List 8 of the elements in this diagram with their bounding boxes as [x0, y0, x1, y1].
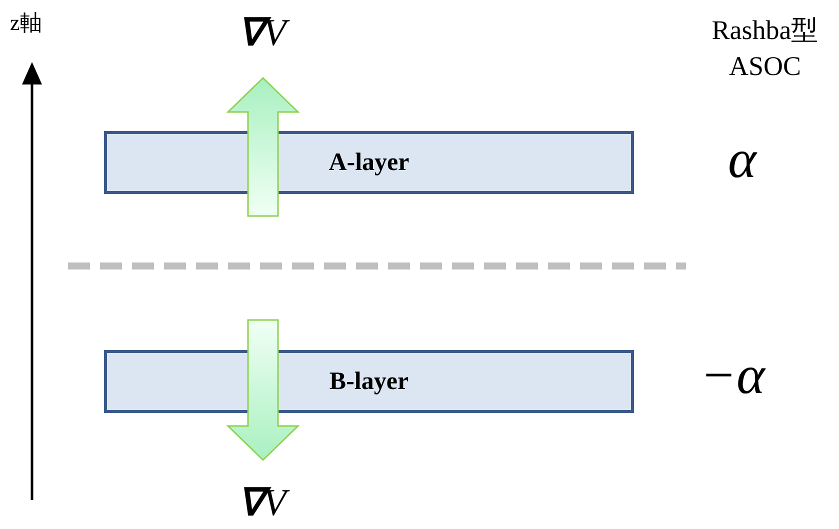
layer-box	[104, 350, 634, 413]
column-heading: Rashba型 ASOC	[710, 14, 820, 84]
axis-label: z軸	[10, 9, 42, 37]
layer-box	[104, 131, 634, 194]
layer-label: A-layer	[328, 148, 410, 176]
coefficient-label: −α	[700, 344, 765, 406]
layer-label: B-layer	[329, 368, 409, 396]
coefficient-label: α	[728, 128, 756, 190]
